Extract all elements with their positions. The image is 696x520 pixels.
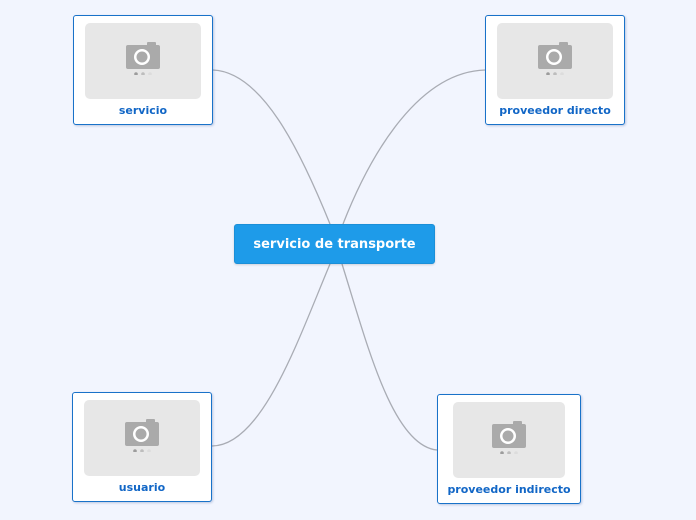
topic-label: proveedor directo	[499, 104, 611, 117]
connector-usuario	[211, 263, 331, 447]
topic-label: servicio	[118, 104, 168, 117]
connector-servicio	[212, 69, 331, 225]
image-placeholder[interactable]	[84, 400, 200, 476]
image-placeholder[interactable]	[497, 23, 613, 99]
connector-directo	[342, 69, 486, 225]
topic-label: proveedor indirecto	[447, 483, 571, 496]
camera-icon	[492, 421, 526, 454]
connector-indirecto	[341, 263, 438, 451]
topic-proveedor-directo[interactable]: proveedor directo	[485, 15, 625, 125]
camera-icon	[126, 42, 160, 75]
topic-servicio[interactable]: servicio	[73, 15, 213, 125]
topic-proveedor-indirecto[interactable]: proveedor indirecto	[437, 394, 581, 504]
image-placeholder[interactable]	[85, 23, 201, 99]
topic-usuario[interactable]: usuario	[72, 392, 212, 502]
image-placeholder[interactable]	[453, 402, 565, 478]
camera-icon	[538, 42, 572, 75]
topic-label: usuario	[118, 481, 166, 494]
central-topic-label: servicio de transporte	[253, 236, 416, 252]
central-topic[interactable]: servicio de transporte	[234, 224, 435, 264]
camera-icon	[125, 419, 159, 452]
